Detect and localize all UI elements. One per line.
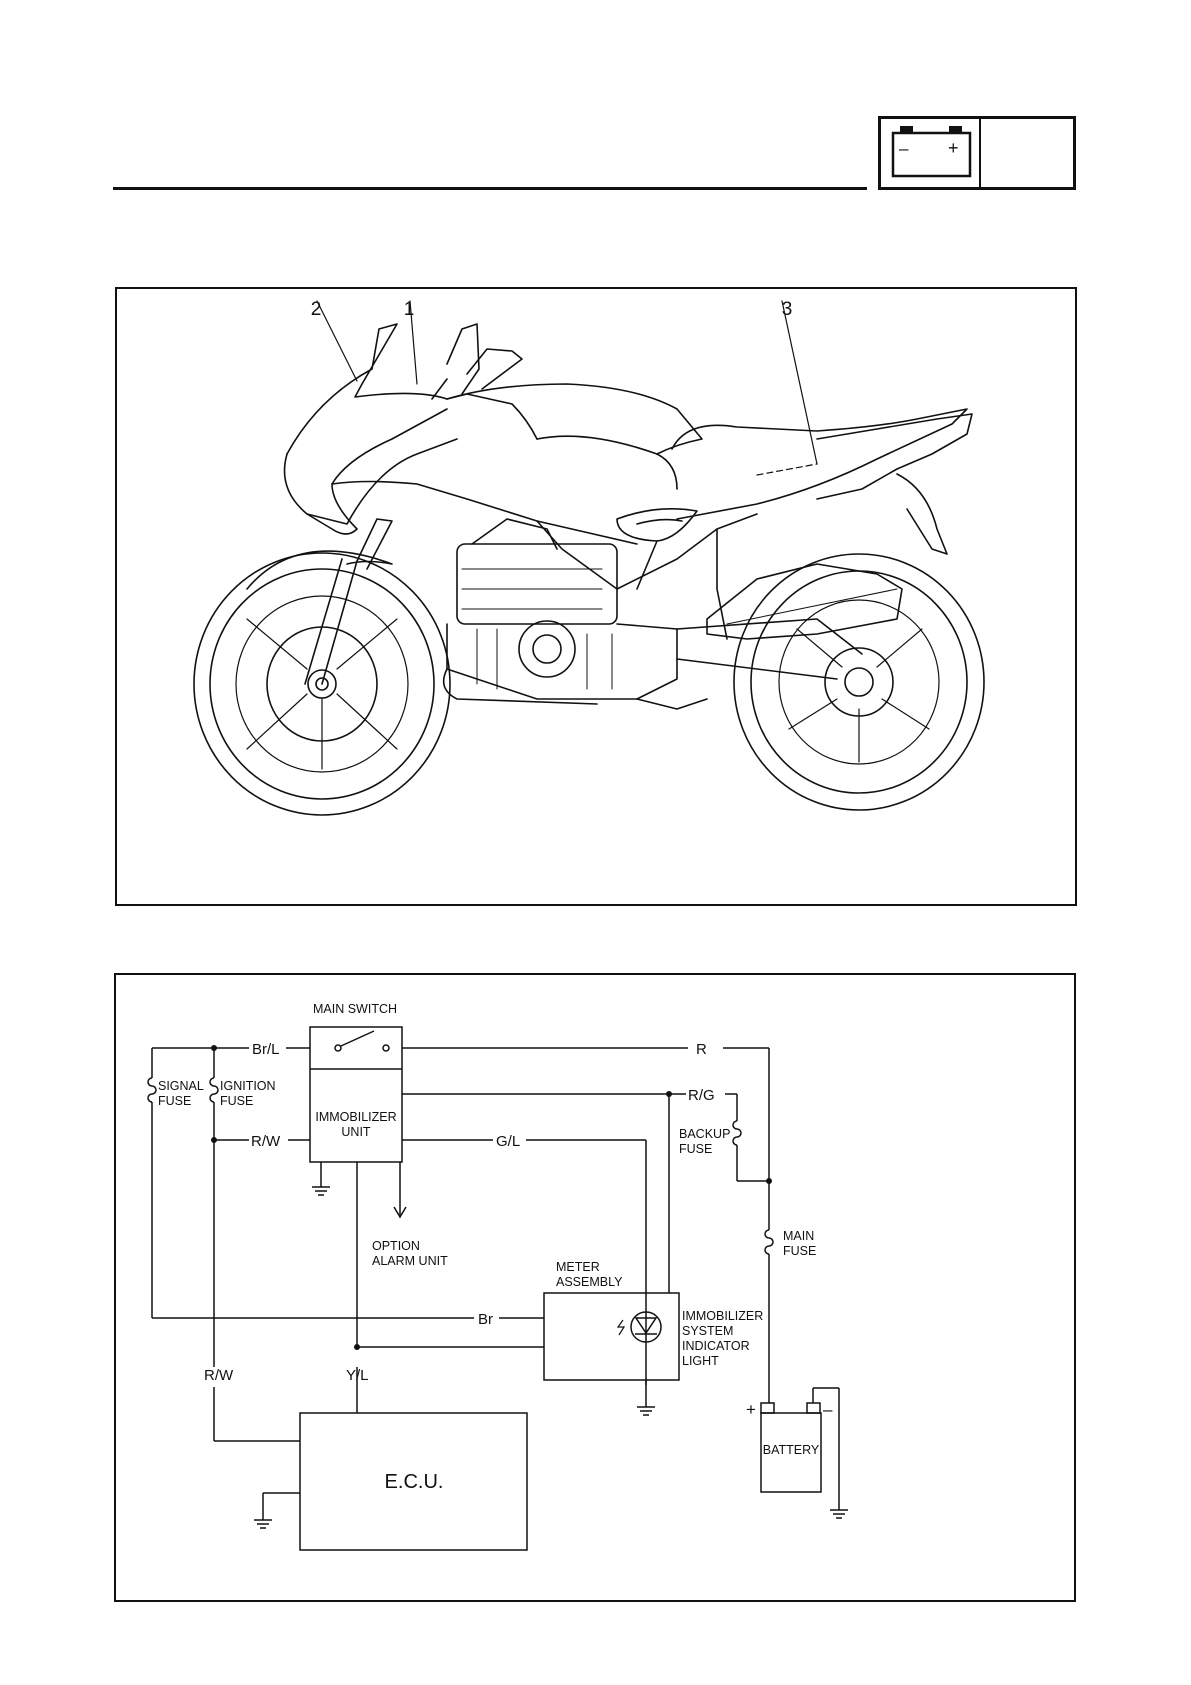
wire-label-br-l: Br/L	[252, 1041, 280, 1058]
signal-fuse-label-2: FUSE	[158, 1094, 191, 1108]
callout-2: 2	[311, 299, 322, 320]
main-switch-label: MAIN SWITCH	[313, 1002, 397, 1016]
header-rule	[113, 187, 867, 190]
section-icon-box: – +	[878, 116, 1076, 190]
battery-label: BATTERY	[763, 1443, 820, 1457]
wire-label-r-w-top: R/W	[251, 1133, 281, 1150]
immobilizer-circuit-diagram: MAIN SWITCH Br/L R R/G R/W G/L Br R/W Y/…	[116, 975, 1074, 1600]
motorcycle-illustration-panel: 2 1 3	[115, 287, 1077, 906]
meter-assembly-box	[544, 1293, 679, 1380]
backup-fuse-label-2: FUSE	[679, 1142, 712, 1156]
signal-fuse-label: SIGNAL	[158, 1079, 204, 1093]
wire-label-r-g: R/G	[688, 1087, 715, 1104]
motorcycle-illustration: 2 1 3	[117, 289, 1075, 904]
ignition-fuse-label-2: FUSE	[220, 1094, 253, 1108]
ecu-label: E.C.U.	[385, 1471, 444, 1493]
immobilizer-circuit-panel: MAIN SWITCH Br/L R R/G R/W G/L Br R/W Y/…	[114, 973, 1076, 1602]
battery-icon: – +	[881, 119, 977, 187]
main-fuse-label: MAIN	[783, 1229, 814, 1243]
wire-label-g-l: G/L	[496, 1133, 520, 1150]
ignition-fuse-label: IGNITION	[220, 1079, 276, 1093]
indicator-light-label-3: INDICATOR	[682, 1339, 750, 1353]
indicator-light-label-2: SYSTEM	[682, 1324, 733, 1338]
option-alarm-label: OPTION	[372, 1239, 420, 1253]
immobilizer-unit-label-2: UNIT	[341, 1125, 371, 1139]
battery-minus-sign: –	[899, 139, 909, 158]
wire-label-r: R	[696, 1041, 707, 1058]
wire-label-y-l: Y/L	[346, 1367, 369, 1384]
meter-assembly-label-2: ASSEMBLY	[556, 1275, 623, 1289]
indicator-light-label: IMMOBILIZER	[682, 1309, 763, 1323]
backup-fuse-label: BACKUP	[679, 1127, 730, 1141]
meter-assembly-label: METER	[556, 1260, 600, 1274]
immobilizer-unit-label: IMMOBILIZER	[315, 1110, 396, 1124]
battery-plus-sign: +	[948, 138, 959, 158]
section-box-divider	[979, 119, 981, 187]
option-alarm-label-2: ALARM UNIT	[372, 1254, 448, 1268]
callout-3: 3	[782, 299, 793, 320]
callout-line-2	[317, 301, 357, 381]
callout-line-3	[782, 301, 817, 464]
wire-label-r-w-left: R/W	[204, 1367, 234, 1384]
rear-wheel	[734, 554, 984, 810]
main-fuse-label-2: FUSE	[783, 1244, 816, 1258]
battery-minus-sign: –	[823, 1400, 833, 1419]
indicator-light-label-4: LIGHT	[682, 1354, 719, 1368]
callout-1: 1	[404, 299, 415, 320]
wire-label-br: Br	[478, 1311, 493, 1328]
battery-plus-sign: +	[746, 1400, 756, 1419]
